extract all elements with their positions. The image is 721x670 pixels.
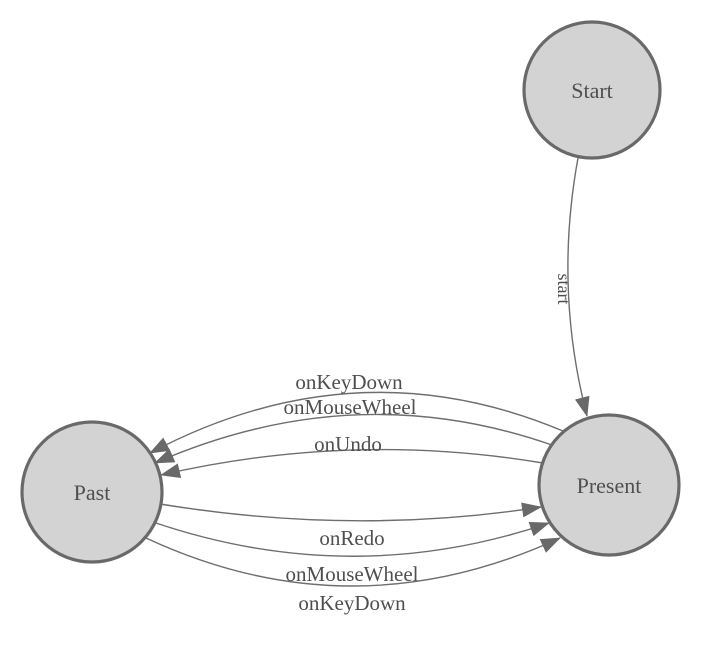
state-node-start: Start (522, 20, 662, 160)
edge-present-to-past-onkeydown (149, 391, 564, 454)
state-node-present: Present (537, 413, 681, 557)
edge-past-to-present-onmousewheel (152, 521, 550, 557)
start-node-label: Start (571, 78, 613, 103)
edge-label-start: start (554, 274, 574, 305)
edge-present-to-past-onmousewheel (154, 413, 553, 464)
past-node-label: Past (74, 480, 111, 505)
edge-label-onkeydown-bottom: onKeyDown (298, 591, 406, 615)
past-node-circle (20, 420, 164, 564)
start-node-circle (522, 20, 662, 160)
edge-present-to-past-onundo (160, 448, 544, 479)
edge-group (145, 157, 590, 587)
edge-label-group: start onKeyDown onMouseWheel onUndo onRe… (284, 274, 574, 616)
edge-past-to-present-onkeydown (145, 537, 561, 587)
edge-label-onkeydown-top: onKeyDown (295, 370, 403, 394)
edge-past-to-present-onredo (159, 502, 542, 522)
edge-label-onundo: onUndo (314, 432, 382, 456)
edge-start-to-present (567, 157, 590, 417)
state-node-past: Past (20, 420, 164, 564)
edge-label-onredo: onRedo (319, 526, 384, 550)
edge-label-onmousewheel-top: onMouseWheel (284, 395, 417, 419)
node-group: Start Past Present (20, 20, 681, 564)
edge-label-onmousewheel-bottom: onMouseWheel (286, 562, 419, 586)
present-node-label: Present (577, 473, 642, 498)
present-node-circle (537, 413, 681, 557)
